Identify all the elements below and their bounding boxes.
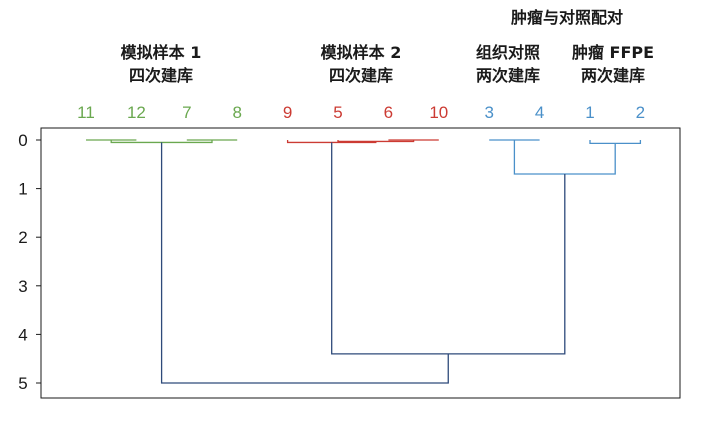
leaf-label: 9 bbox=[283, 103, 292, 122]
y-tick-label: 0 bbox=[18, 131, 27, 150]
y-tick-label: 4 bbox=[18, 325, 27, 344]
top-header: 肿瘤与对照配对 bbox=[511, 8, 623, 27]
dendrogram-branch bbox=[160, 142, 449, 384]
leaf-label: 5 bbox=[333, 103, 342, 122]
y-tick-label: 3 bbox=[18, 277, 27, 296]
group-header-3-line1: 组织对照 bbox=[476, 43, 540, 62]
leaf-label: 2 bbox=[636, 103, 645, 122]
y-tick-label: 1 bbox=[18, 180, 27, 199]
plot-frame bbox=[40, 127, 681, 399]
group-header-1-line1: 模拟样本 1 bbox=[121, 43, 202, 62]
y-tick-label: 5 bbox=[18, 374, 27, 393]
group-header-4-line2: 两次建库 bbox=[581, 66, 645, 85]
leaf-label: 8 bbox=[232, 103, 241, 122]
leaf-label: 3 bbox=[484, 103, 493, 122]
group-header-1-line2: 四次建库 bbox=[129, 66, 193, 85]
group-header-4-line1: 肿瘤 FFPE bbox=[572, 43, 654, 62]
leaf-label: 10 bbox=[429, 103, 448, 122]
leaf-label: 1 bbox=[585, 103, 594, 122]
leaf-label: 11 bbox=[77, 103, 95, 122]
group-header-2-line1: 模拟样本 2 bbox=[321, 43, 402, 62]
leaf-label: 6 bbox=[384, 103, 393, 122]
group-header-2-line2: 四次建库 bbox=[329, 66, 393, 85]
group-header-3-line2: 两次建库 bbox=[476, 66, 540, 85]
y-axis: 0 1 2 3 4 5 bbox=[18, 131, 41, 393]
leaf-label: 4 bbox=[535, 103, 544, 122]
leaf-label: 12 bbox=[127, 103, 146, 122]
dendrogram-branch bbox=[589, 140, 642, 145]
leaf-label: 7 bbox=[182, 103, 191, 122]
y-tick-label: 2 bbox=[18, 228, 27, 247]
dendrogram-branches bbox=[86, 139, 642, 384]
dendrogram-branch bbox=[513, 140, 616, 175]
